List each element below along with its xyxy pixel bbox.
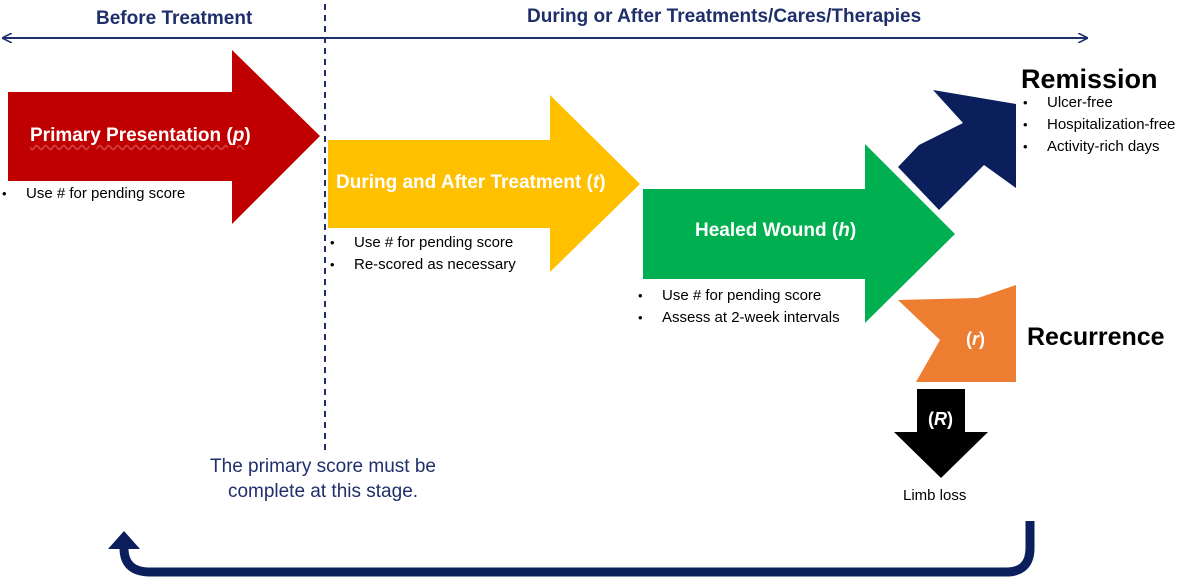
limb-loss-variable-label: (R) — [928, 409, 953, 430]
healed-wound-close: ) — [849, 220, 857, 241]
healed-bullet: Use # for pending score — [636, 285, 840, 307]
primary-presentation-label: Primary Presentation (p) — [30, 125, 251, 147]
limb-loss-open: ( — [928, 409, 934, 429]
healed-wound-text: Healed Wound ( — [695, 220, 839, 241]
treatment-bullet: Use # for pending score — [328, 232, 516, 254]
primary-bullets: Use # for pending score — [0, 183, 185, 205]
during-after-treatment-label: During or After Treatments/Cares/Therapi… — [527, 6, 922, 27]
treatment-close: ) — [599, 172, 606, 193]
limb-loss-caption: Limb loss — [903, 487, 967, 504]
primary-score-note: The primary score must be complete at th… — [210, 456, 436, 502]
limb-loss-arrow — [894, 389, 988, 478]
recurrence-title: Recurrence — [1027, 323, 1165, 351]
primary-presentation-close: ) — [244, 125, 251, 146]
healed-wound-variable: h — [838, 220, 850, 241]
treatment-bullets: Use # for pending score Re-scored as nec… — [328, 232, 516, 276]
limb-loss-variable: R — [934, 409, 947, 429]
before-treatment-label: Before Treatment — [96, 8, 253, 29]
primary-presentation-text: Primary Presentation ( — [30, 125, 233, 146]
treatment-variable: t — [592, 172, 600, 193]
treatment-text: During and After Treatment ( — [336, 172, 593, 193]
remission-title: Remission — [1021, 64, 1158, 94]
recurrence-arrow — [898, 264, 1016, 382]
primary-presentation-variable: p — [232, 125, 245, 146]
remission-bullet: Activity-rich days — [1021, 136, 1175, 158]
recurrence-variable-label: (r) — [966, 329, 985, 350]
treatment-arrow — [328, 95, 640, 272]
return-loop-arrowhead — [108, 531, 140, 549]
return-loop-arrow — [119, 521, 1035, 577]
recurrence-close: ) — [979, 329, 986, 349]
primary-presentation-arrow — [8, 50, 320, 224]
remission-arrow — [898, 90, 1016, 210]
recurrence-open: ( — [966, 329, 972, 349]
remission-bullet: Hospitalization-free — [1021, 114, 1175, 136]
healed-bullet: Assess at 2-week intervals — [636, 307, 840, 329]
primary-bullet: Use # for pending score — [0, 183, 185, 205]
remission-bullet: Ulcer-free — [1021, 92, 1175, 114]
healed-wound-arrow — [643, 144, 955, 323]
healed-wound-label: Healed Wound (h) — [695, 220, 856, 242]
treatment-label: During and After Treatment (t) — [336, 172, 606, 194]
healed-bullets: Use # for pending score Assess at 2-week… — [636, 285, 840, 329]
limb-loss-close: ) — [947, 409, 953, 429]
recurrence-variable: r — [972, 329, 980, 349]
remission-bullets: Ulcer-free Hospitalization-free Activity… — [1021, 92, 1175, 158]
treatment-bullet: Re-scored as necessary — [328, 254, 516, 276]
